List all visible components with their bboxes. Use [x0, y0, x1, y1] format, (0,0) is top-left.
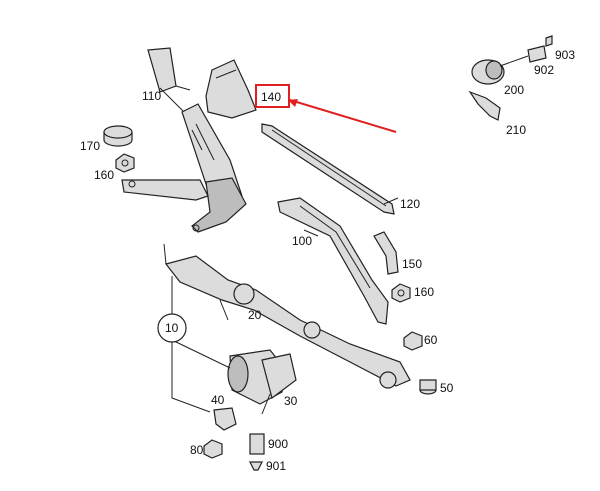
- callout-10-circle: [157, 313, 187, 343]
- callout-100: 100: [292, 234, 312, 248]
- callout-900: 900: [268, 437, 288, 451]
- callout-901: 901: [266, 459, 286, 473]
- callout-40: 40: [211, 393, 225, 407]
- part-160-nut-right: [391, 283, 411, 303]
- part-903-pin: [545, 35, 553, 47]
- callout-60: 60: [424, 333, 438, 347]
- part-120-blade: [261, 123, 395, 215]
- highlight-arrow: [289, 99, 397, 133]
- part-60-nut: [403, 331, 423, 351]
- part-30-motor: [227, 349, 297, 415]
- part-900-connector: [249, 433, 265, 455]
- arrow-head: [288, 99, 298, 107]
- callout-160-right: 160: [414, 285, 434, 299]
- callout-210: 210: [506, 123, 526, 137]
- part-140-cap: [205, 59, 257, 119]
- part-110-cover: [121, 47, 247, 233]
- callout-50: 50: [440, 381, 454, 395]
- part-200-pump: [471, 55, 529, 85]
- part-901-pin: [249, 461, 263, 471]
- part-80-nut: [203, 439, 223, 459]
- callout-902: 902: [534, 63, 554, 77]
- callout-170: 170: [80, 139, 100, 153]
- part-50-bushing: [419, 379, 437, 395]
- part-20-linkage: [163, 243, 411, 389]
- part-170-plug: [103, 125, 133, 147]
- highlight-140: [255, 84, 397, 133]
- part-160-nut-left: [115, 153, 135, 173]
- part-902-connector: [527, 45, 547, 63]
- callout-20: 20: [248, 308, 262, 322]
- callout-200: 200: [504, 83, 524, 97]
- callout-80: 80: [190, 443, 204, 457]
- callout-160-left: 160: [94, 168, 114, 182]
- callout-10: 10: [165, 321, 179, 335]
- callout-903: 903: [555, 48, 575, 62]
- part-40-bracket: [213, 407, 237, 431]
- part-100-arm: [277, 197, 389, 325]
- highlight-box: [255, 84, 290, 108]
- part-210-bracket: [468, 90, 501, 121]
- callout-140: 140: [261, 90, 281, 104]
- callout-110: 110: [142, 89, 161, 103]
- callout-30: 30: [284, 394, 298, 408]
- leader-lines: [175, 85, 399, 237]
- callout-150: 150: [402, 257, 422, 271]
- callout-120: 120: [400, 197, 420, 211]
- part-150-hose: [373, 231, 399, 275]
